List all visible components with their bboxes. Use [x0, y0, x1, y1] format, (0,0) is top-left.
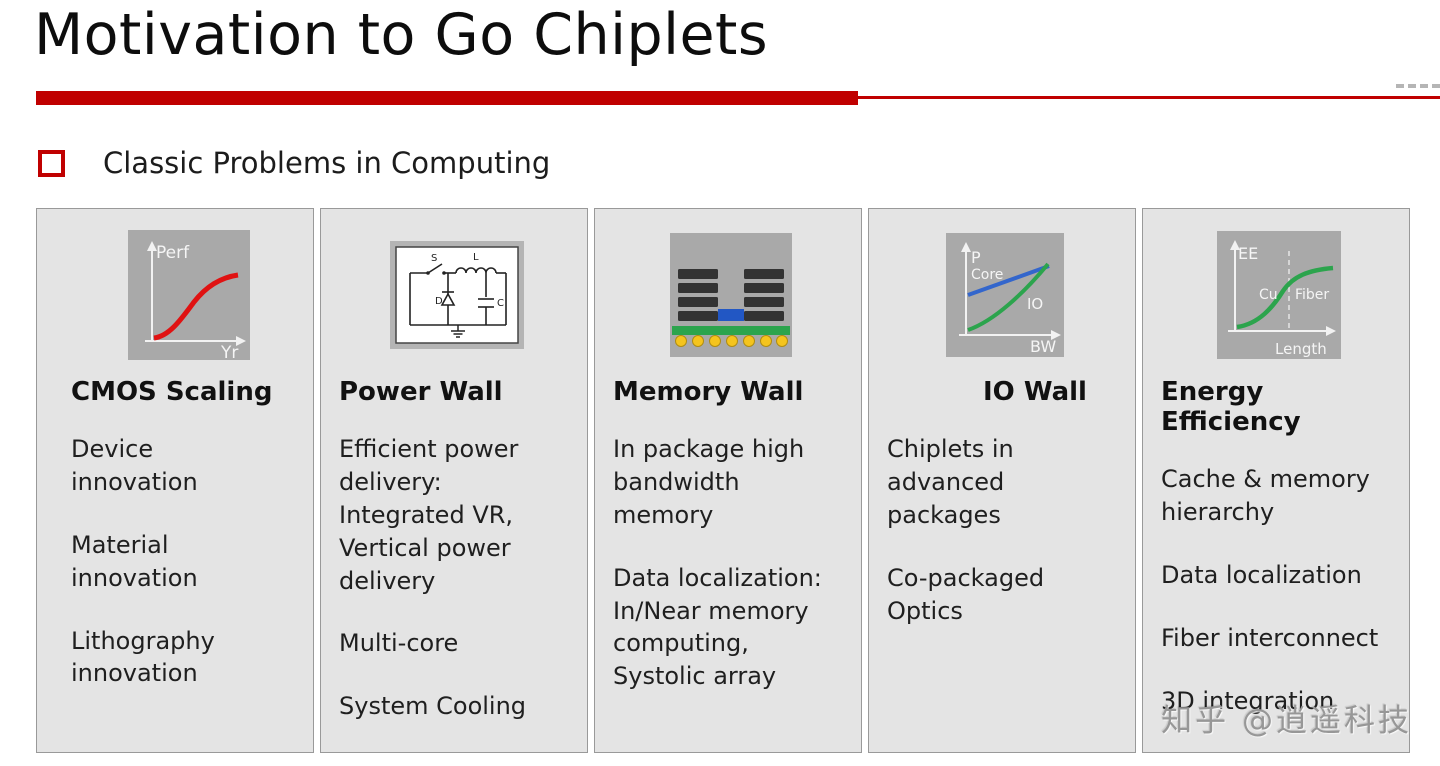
card-body: Chiplets in advanced packages Co-package… — [887, 433, 1123, 627]
y-axis-label: P — [971, 248, 981, 267]
x-axis-label: Length — [1275, 340, 1327, 358]
card-paragraph: Data localization: In/Near memory comput… — [613, 563, 822, 691]
card-body: Efficient power delivery: Integrated VR,… — [339, 433, 575, 723]
core-vs-io-bandwidth-chart-icon: P Core IO BW — [887, 221, 1123, 369]
card-title: Power Wall — [339, 377, 503, 407]
card-paragraph: 3D integration — [1161, 686, 1335, 715]
copper-region-label: Cu — [1259, 287, 1278, 303]
card-memory-wall: Memory Wall In package high bandwidth me… — [594, 208, 862, 753]
card-paragraph: Data localization — [1161, 560, 1362, 589]
card-paragraph: Device innovation — [71, 435, 198, 496]
section-heading: Classic Problems in Computing — [103, 146, 551, 180]
title-underline-bar — [36, 91, 858, 105]
inductor-label: L — [473, 252, 479, 263]
card-title: IO Wall — [983, 377, 1087, 407]
card-paragraph: Material innovation — [71, 530, 198, 592]
card-paragraph: Fiber interconnect — [1161, 623, 1379, 652]
capacitor-label: C — [497, 298, 504, 309]
io-series-label: IO — [1027, 295, 1043, 313]
x-axis-label: Yr — [220, 343, 238, 360]
card-paragraph: System Cooling — [339, 692, 527, 721]
io-bandwidth-chart-graphic: P Core IO BW — [946, 233, 1064, 357]
corner-dashes-decoration — [1396, 84, 1440, 88]
title-underline-thin-line — [858, 96, 1440, 99]
card-body: Device innovation Material innovation Li… — [71, 433, 307, 690]
card-paragraph: Co-packaged Optics — [887, 563, 1045, 625]
card-title: Energy Efficiency — [1161, 377, 1301, 437]
x-axis-label: BW — [1030, 337, 1056, 356]
card-power-wall: S L D C Power Wall Efficient power deliv… — [320, 208, 588, 753]
core-series-label: Core — [971, 267, 1003, 283]
section-heading-row: Classic Problems in Computing — [38, 146, 550, 180]
energy-efficiency-vs-length-chart-icon: EE Cu Fiber Length — [1161, 221, 1397, 369]
card-io-wall: P Core IO BW IO Wall Chiplets in advance… — [868, 208, 1136, 753]
perf-curve-chart-graphic: Perf Yr — [128, 230, 250, 360]
card-title: Memory Wall — [613, 377, 804, 407]
watermark: 知乎 @逍遥科技 — [1161, 703, 1412, 739]
buck-converter-circuit-icon: S L D C — [339, 221, 575, 369]
card-paragraph: Efficient power delivery: Integrated VR,… — [339, 435, 519, 595]
card-energy-efficiency: EE Cu Fiber Length Energy Efficiency Cac… — [1142, 208, 1410, 753]
card-cmos-scaling: Perf Yr CMOS Scaling Device innovation M… — [36, 208, 314, 753]
y-axis-label: Perf — [156, 243, 190, 263]
energy-efficiency-chart-graphic: EE Cu Fiber Length — [1217, 231, 1341, 359]
circuit-schematic-graphic: S L D C — [390, 241, 524, 349]
cards-row: Perf Yr CMOS Scaling Device innovation M… — [36, 208, 1410, 753]
perf-vs-year-curve-icon: Perf Yr — [71, 221, 307, 369]
card-paragraph: Lithography innovation — [71, 626, 215, 688]
diode-label: D — [435, 296, 443, 307]
card-paragraph: Multi-core — [339, 629, 459, 658]
y-axis-label: EE — [1238, 244, 1258, 263]
card-body: In package high bandwidth memory Data lo… — [613, 433, 849, 693]
card-title: CMOS Scaling — [71, 377, 273, 407]
hbm-stack-package-icon — [613, 221, 849, 369]
fiber-region-label: Fiber — [1295, 287, 1329, 303]
card-paragraph: Chiplets in advanced packages — [887, 435, 1014, 529]
card-paragraph: Cache & memory hierarchy — [1161, 465, 1370, 526]
memory-stack-graphic — [670, 233, 792, 357]
card-body: Cache & memory hierarchy Data localizati… — [1161, 463, 1397, 717]
card-paragraph: In package high bandwidth memory — [613, 435, 805, 529]
square-bullet-icon — [38, 149, 65, 177]
page-title: Motivation to Go Chiplets — [34, 2, 769, 68]
switch-label: S — [431, 253, 437, 264]
